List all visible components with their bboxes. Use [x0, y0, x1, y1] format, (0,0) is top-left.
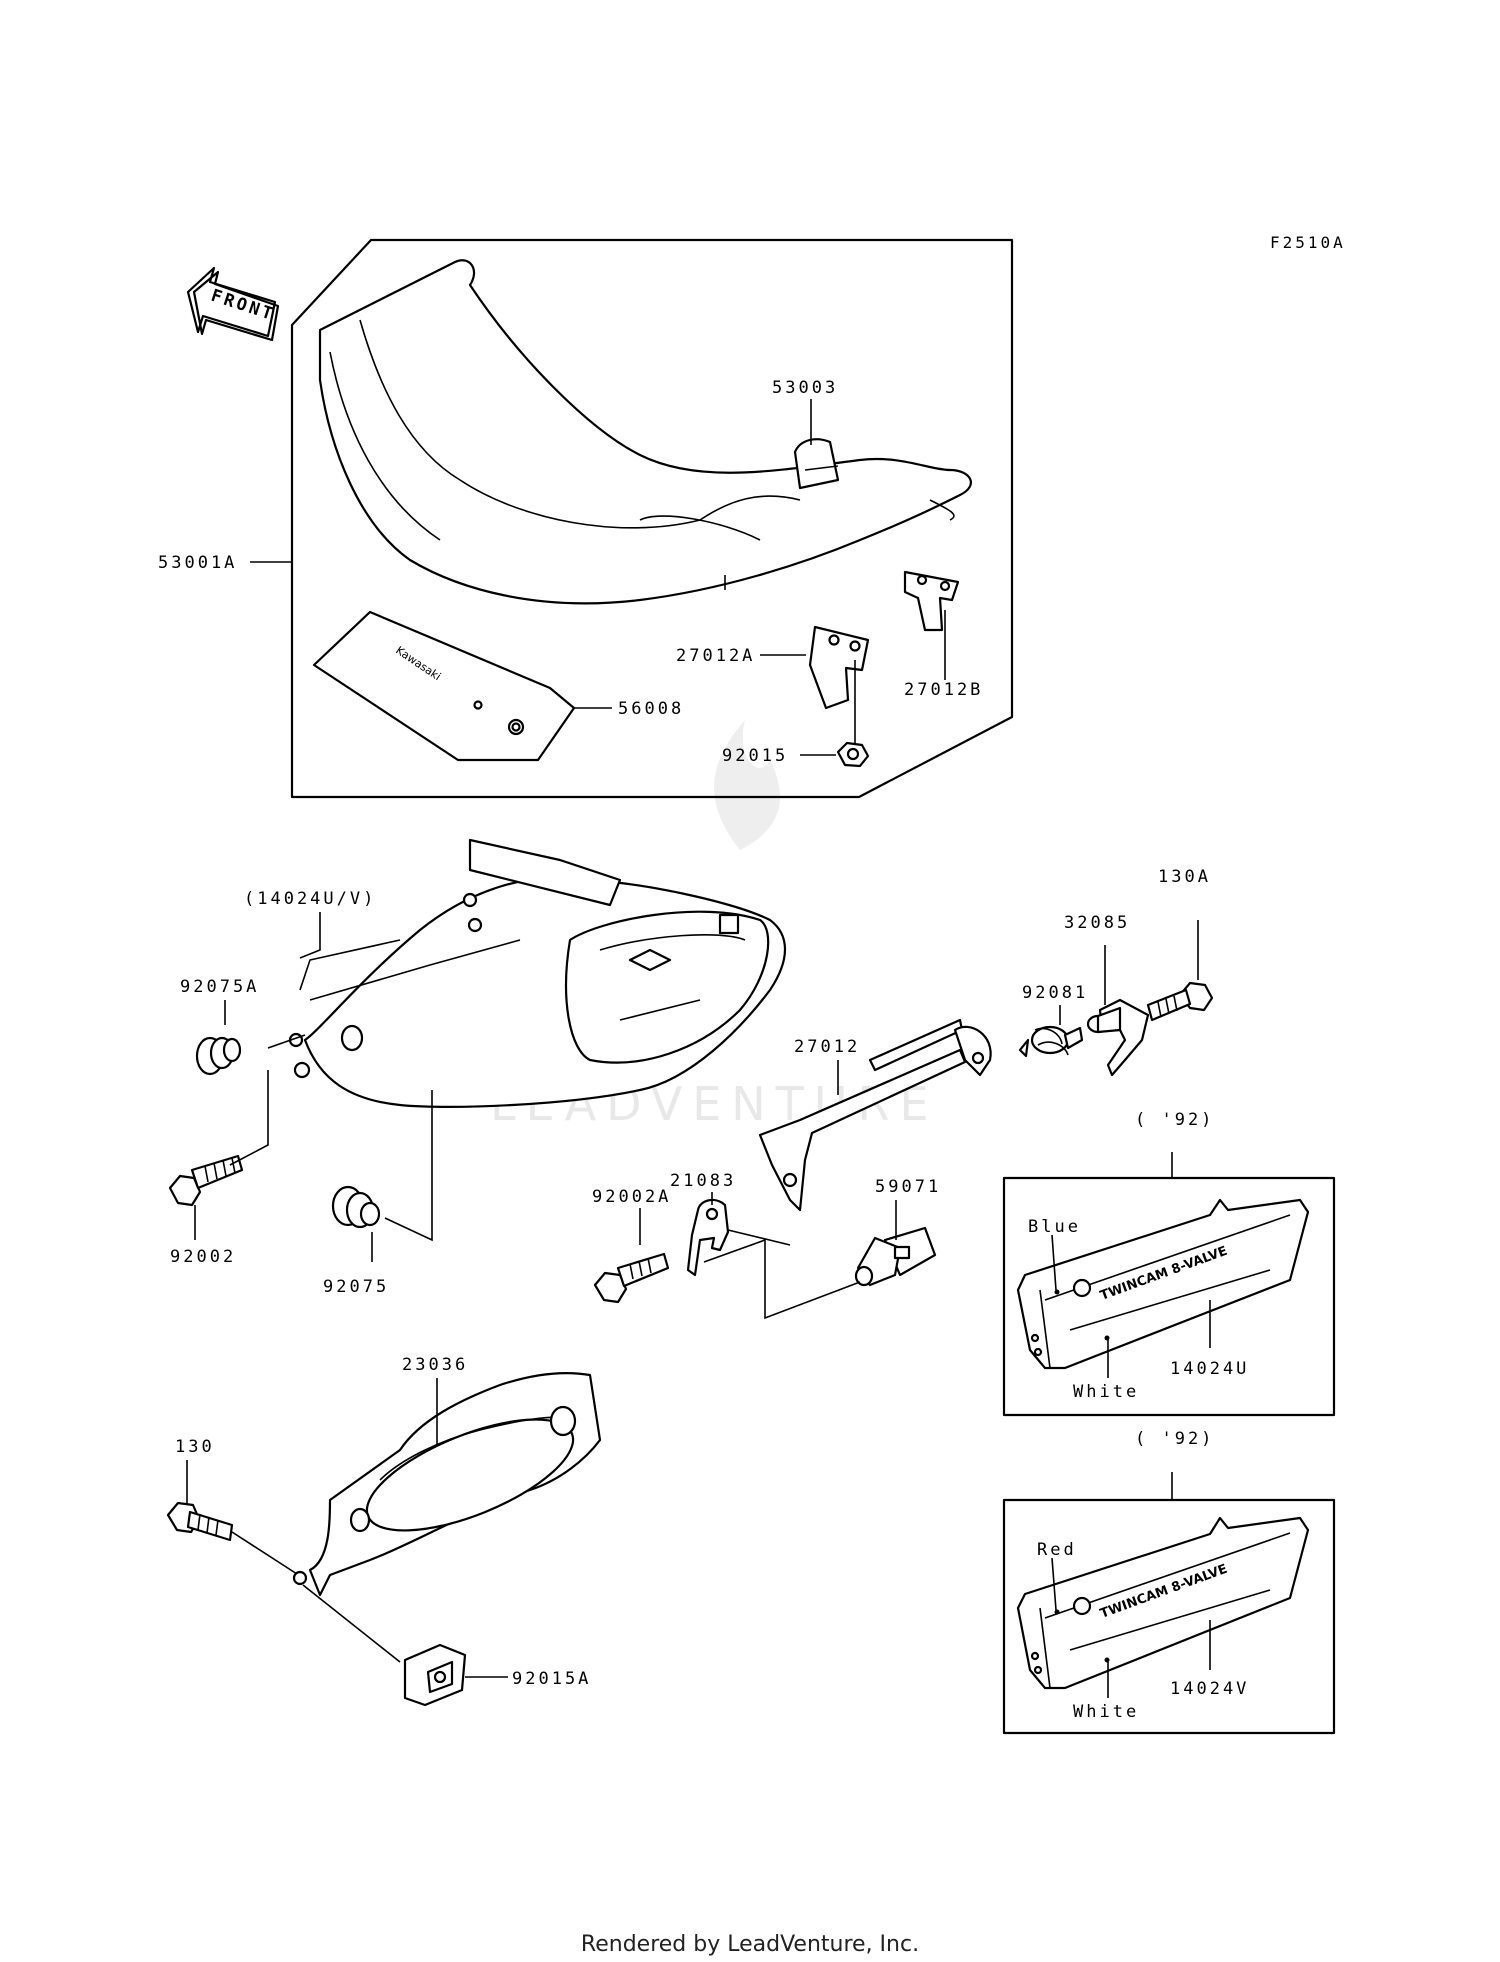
label-32085: 32085 [1064, 913, 1130, 933]
seat-box: Kawasaki 53001A 53003 [158, 238, 1014, 799]
footer-credit: Rendered by LeadVenture, Inc. [580, 1932, 920, 1957]
damper-59071 [854, 1226, 937, 1287]
grommet-92075a [195, 1036, 242, 1076]
stopper-32085 [1086, 998, 1150, 1077]
label-92081: 92081 [1022, 983, 1088, 1003]
inset-14024v: ( '92) TWINCAM 8-VALVE Red White 14024V [1002, 1429, 1336, 1735]
label-92002a: 92002A [592, 1187, 671, 1207]
label-92015: 92015 [722, 746, 788, 766]
diagram-code: F2510A [1270, 233, 1346, 252]
bolt-130 [166, 1501, 234, 1542]
seat-box-frame [290, 238, 1014, 799]
inset-v-part: 14024V [1170, 1679, 1249, 1699]
tail-cover [288, 838, 787, 1108]
label-14024uv: (14024U/V) [244, 889, 376, 909]
inset-v-color-top: Red [1037, 1540, 1077, 1560]
watermark-flame-icon [714, 720, 780, 850]
inset-v-frame [1002, 1498, 1336, 1735]
leader-lines [186, 912, 1199, 1678]
label-130: 130 [175, 1437, 215, 1457]
seat-illustration [318, 259, 972, 605]
inset-u-frame [1002, 1176, 1336, 1417]
label-92075a: 92075A [180, 977, 259, 997]
front-arrow-icon: FRONT [186, 266, 280, 342]
label-27012b: 27012B [904, 680, 983, 700]
inset-14024u: ( '92) TWINCAM 8-VALVE Blue White 14024U [1002, 1110, 1336, 1417]
pin-92081 [1018, 1025, 1084, 1058]
label-92015a: 92015A [512, 1669, 591, 1689]
label-27012: 27012 [794, 1037, 860, 1057]
label-92002: 92002 [170, 1247, 236, 1267]
label-53001a: 53001A [158, 553, 237, 573]
bolt-130a [1146, 981, 1214, 1022]
bracket-27012b [903, 570, 960, 632]
bolt-92002 [168, 1154, 244, 1207]
label-53003: 53003 [772, 378, 838, 398]
inset-u-year: ( '92) [1135, 1110, 1214, 1130]
bolt-92002a [593, 1252, 670, 1304]
inset-u-color-bottom: White [1073, 1382, 1139, 1402]
inset-v-color-bottom: White [1073, 1702, 1139, 1722]
label-130a: 130A [1158, 867, 1211, 887]
inset-u-color-top: Blue [1028, 1217, 1081, 1237]
inset-u-part: 14024U [1170, 1359, 1249, 1379]
grommet-92075 [331, 1185, 381, 1229]
lever-21083 [686, 1198, 730, 1277]
label-27012a: 27012A [676, 646, 755, 666]
label-56008: 56008 [618, 699, 684, 719]
hook-27012 [758, 1018, 992, 1212]
label-92075: 92075 [323, 1277, 389, 1297]
manual-sheet: Kawasaki [312, 610, 576, 762]
bracket-27012a [808, 625, 870, 710]
inset-v-year: ( '92) [1135, 1429, 1214, 1449]
label-59071: 59071 [875, 1177, 941, 1197]
nut-92015a [403, 1643, 467, 1707]
nut-92015 [836, 741, 870, 768]
holder-23036 [292, 1371, 602, 1597]
label-21083: 21083 [670, 1171, 736, 1191]
label-23036: 23036 [402, 1355, 468, 1375]
